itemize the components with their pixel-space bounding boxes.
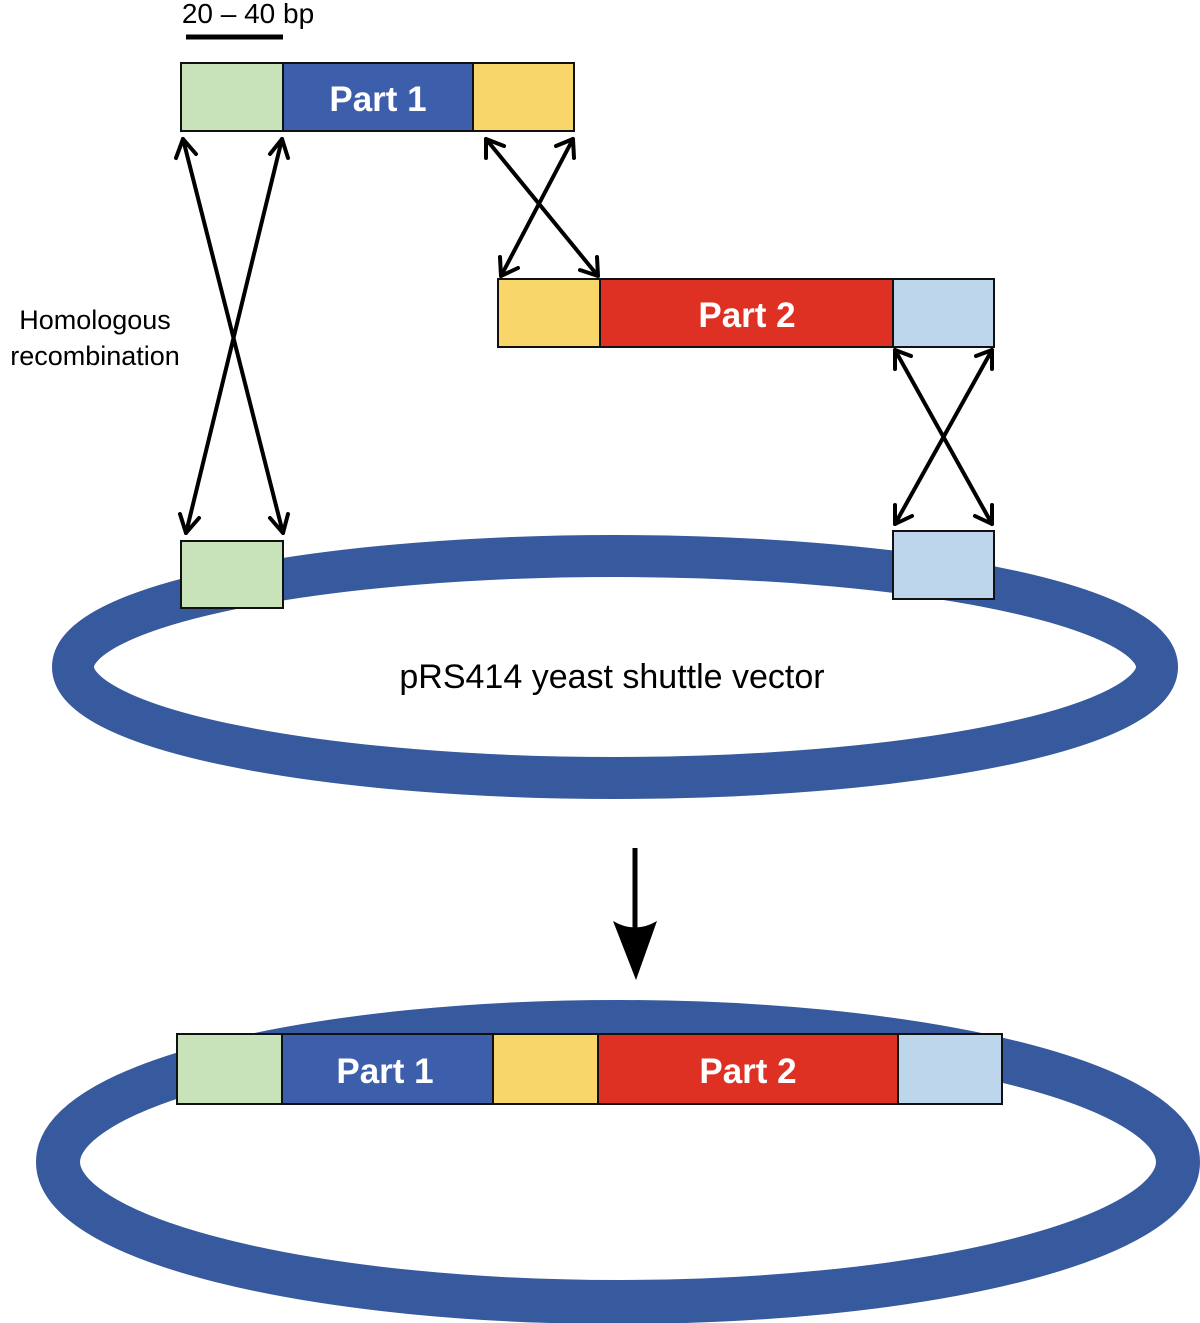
assembled-part2 — [597, 1033, 899, 1105]
part1-fragment: Part 1 — [180, 62, 575, 132]
assembled-part1-label: Part 1 — [336, 1052, 433, 1091]
scale-bar-label: 20 – 40 bp — [182, 0, 314, 29]
part2-label: Part 2 — [698, 296, 795, 335]
part1-label: Part 1 — [329, 80, 426, 119]
recombination-arrows-left — [174, 137, 290, 535]
vector-label: pRS414 yeast shuttle vector — [399, 658, 824, 696]
part2-homology-right — [892, 278, 995, 348]
assembled-part2-label: Part 2 — [699, 1052, 796, 1091]
homologous-label-line2: recombination — [10, 341, 180, 371]
vector-end-right-lightblue — [892, 530, 995, 600]
part1-homology-right — [472, 62, 575, 132]
recombination-arrows-right — [893, 348, 994, 526]
double-arrow-icon — [498, 137, 576, 278]
double-arrow-icon — [178, 137, 290, 535]
vector-ring-shape — [52, 535, 1178, 799]
down-arrow-icon — [613, 848, 657, 980]
part2-homology-left — [497, 278, 601, 348]
homologous-label-line1: Homologous — [19, 305, 171, 335]
assembled-ring-shape — [36, 1000, 1200, 1323]
assembled-construct: Part 1 Part 2 — [176, 1033, 1003, 1105]
part1-insert — [282, 62, 474, 132]
assembled-part1 — [281, 1033, 494, 1105]
part1-homology-left — [180, 62, 284, 132]
assembled-homology-yellow — [492, 1033, 599, 1105]
vector-end-left-green — [180, 540, 284, 609]
recombination-arrows-middle — [484, 137, 600, 278]
part2-insert — [599, 278, 894, 348]
double-arrow-icon — [893, 348, 994, 526]
vector-ring-top: pRS414 yeast shuttle vector — [52, 535, 1178, 799]
double-arrow-icon — [484, 137, 600, 278]
assembled-homology-green — [176, 1033, 283, 1105]
part2-fragment: Part 2 — [497, 278, 995, 348]
assembled-homology-lightblue — [897, 1033, 1003, 1105]
vector-ring-bottom — [36, 1000, 1200, 1323]
